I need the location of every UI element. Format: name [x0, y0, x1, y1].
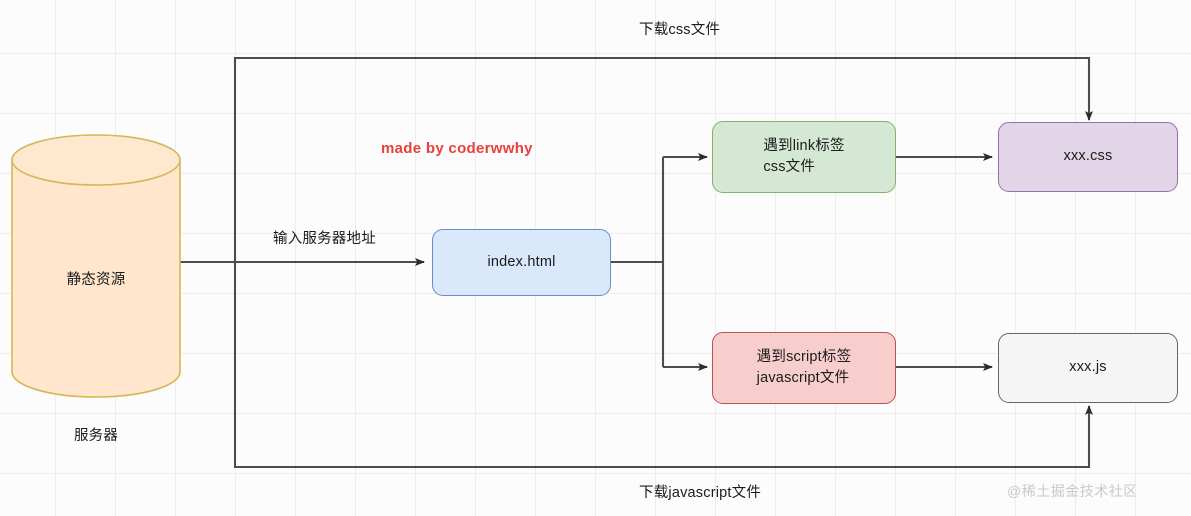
node-js-file-label: xxx.js: [1069, 359, 1107, 376]
node-js-file[interactable]: xxx.js: [998, 333, 1178, 403]
edge-download-javascript-route: [233, 262, 1093, 469]
edge-label-download-css: 下载css文件: [639, 22, 721, 38]
server-cylinder-shape: [11, 134, 181, 398]
edge-label-enter-server-address: 输入服务器地址: [273, 231, 376, 247]
server-cylinder-label: 静态资源: [66, 272, 126, 288]
node-css-file[interactable]: xxx.css: [998, 122, 1178, 192]
node-link-tag-line2: css文件: [763, 159, 816, 175]
server-caption-label: 服务器: [73, 428, 119, 444]
node-script-tag-line2: javascript文件: [756, 370, 850, 386]
edge-download-css-route: [233, 56, 1093, 262]
node-link-tag[interactable]: 遇到link标签 css文件: [712, 121, 896, 193]
node-script-tag[interactable]: 遇到script标签 javascript文件: [712, 332, 896, 404]
node-index-html-label: index.html: [487, 253, 556, 270]
node-index-html[interactable]: index.html: [432, 229, 611, 296]
site-watermark: @稀土掘金技术社区: [1007, 483, 1138, 499]
node-link-tag-line1: 遇到link标签: [763, 137, 845, 154]
made-by-annotation: made by coderwwhy: [381, 140, 533, 157]
edge-label-download-javascript: 下载javascript文件: [639, 485, 762, 501]
node-css-file-label: xxx.css: [1063, 148, 1113, 165]
node-script-tag-line1: 遇到script标签: [756, 348, 852, 365]
